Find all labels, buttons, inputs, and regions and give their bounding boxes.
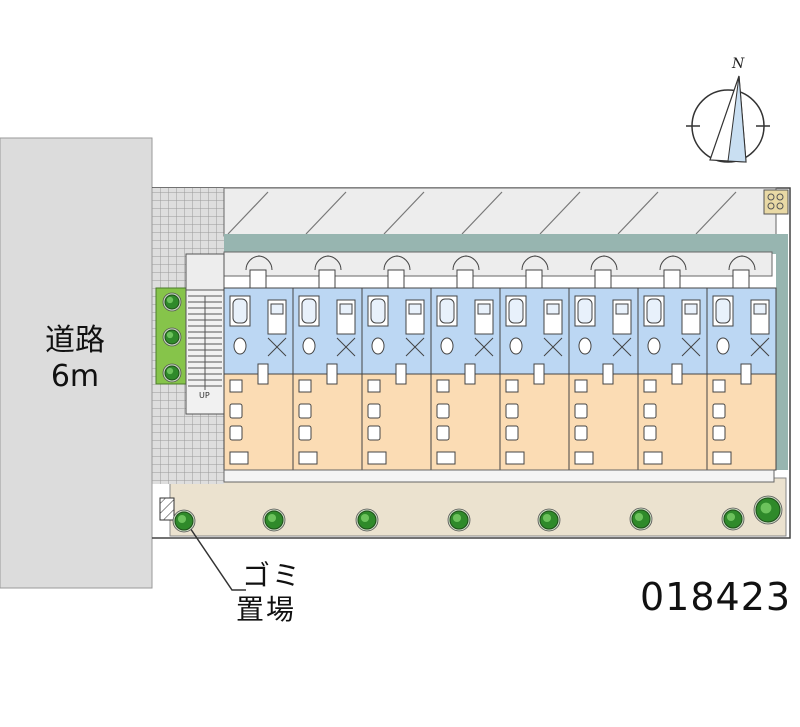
tree-icon: [162, 327, 182, 347]
tree-icon: [447, 508, 471, 532]
apartment-unit: [430, 255, 501, 481]
north-letter: N: [731, 56, 745, 72]
apartment-unit: [637, 255, 708, 481]
apartment-unit: [568, 255, 639, 481]
garbage-label-line1: ゴミ: [242, 559, 303, 592]
tree-icon: [629, 507, 653, 531]
trees: [162, 292, 783, 533]
property-code: 018423: [640, 575, 792, 619]
road-width-label: 6m: [50, 359, 100, 394]
apartment-unit: [361, 255, 432, 481]
garbage-label-line2: 置場: [236, 593, 297, 626]
parking-area: [223, 187, 777, 237]
tree-icon: [162, 363, 182, 383]
tree-icon: [753, 495, 783, 525]
front-yard: [169, 477, 787, 537]
tree-icon: [721, 507, 745, 531]
tree-icon: [162, 292, 182, 312]
tree-icon: [262, 508, 286, 532]
garbage-leader-line: [185, 521, 246, 591]
tree-icon: [537, 508, 561, 532]
tree-icon: [355, 508, 379, 532]
garbage-area: [159, 497, 175, 521]
east-balcony: [776, 234, 788, 470]
apartment-unit: [292, 255, 363, 481]
front-walkway: [223, 469, 775, 483]
apartment-units: [223, 255, 777, 481]
meter-box-icon: [763, 189, 789, 215]
rear-walkway: [223, 251, 773, 277]
road: [0, 137, 153, 589]
tree-icon: [172, 509, 196, 533]
balcony-strip: [224, 234, 784, 254]
road-name-label: 道路: [45, 323, 105, 358]
apartment-unit: [706, 255, 777, 481]
north-arrow-icon: [686, 75, 770, 163]
apartment-unit: [499, 255, 570, 481]
stair-core: [185, 253, 225, 415]
apartment-unit: [223, 255, 294, 481]
stair-up-label: UP: [199, 391, 210, 400]
